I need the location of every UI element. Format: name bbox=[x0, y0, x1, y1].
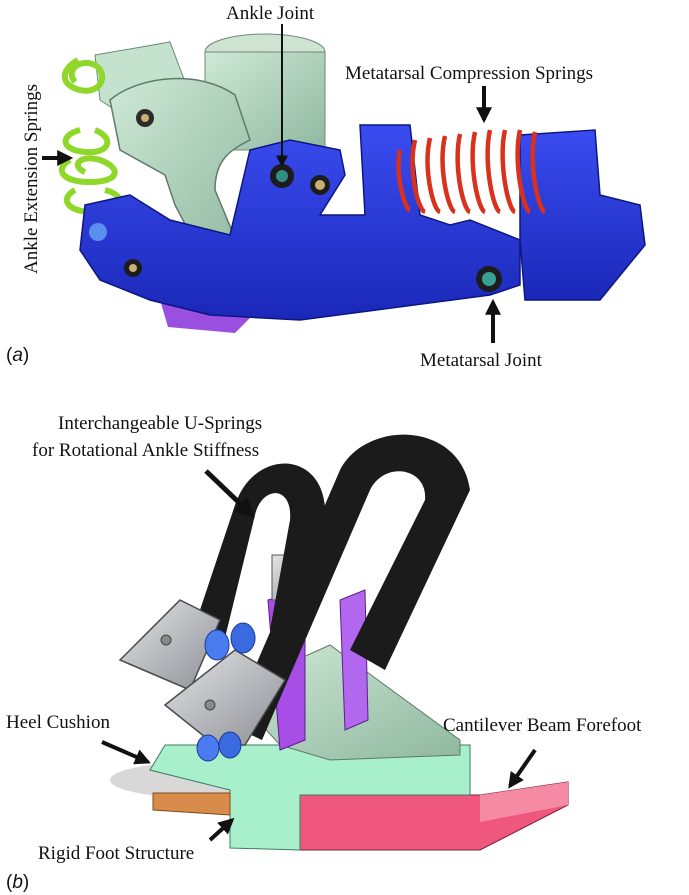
arrow-u-springs bbox=[204, 469, 255, 518]
label-rigid-foot-structure: Rigid Foot Structure bbox=[38, 843, 195, 864]
panel-b-id: (b) bbox=[6, 872, 30, 893]
label-heel-cushion: Heel Cushion bbox=[6, 712, 110, 733]
label-cantilever-forefoot: Cantilever Beam Forefoot bbox=[443, 715, 642, 736]
arrow-cantilever-forefoot bbox=[508, 748, 537, 789]
arrow-rigid-foot bbox=[208, 817, 235, 842]
label-u-springs-line1: Interchangeable U-Springs bbox=[58, 413, 263, 434]
label-metatarsal-joint: Metatarsal Joint bbox=[420, 350, 542, 371]
label-ankle-joint: Ankle Joint bbox=[226, 3, 315, 24]
label-u-springs-line2: for Rotational Ankle Stiffness bbox=[32, 440, 260, 461]
panel-a-illustration bbox=[58, 33, 646, 333]
label-metatarsal-compression-springs: Metatarsal Compression Springs bbox=[345, 63, 594, 84]
label-ankle-extension-springs: Ankle Extension Springs bbox=[21, 84, 42, 274]
arrow-heel-cushion bbox=[101, 740, 151, 765]
panel-a-id: (a) bbox=[6, 345, 30, 366]
panel-b-illustration bbox=[110, 434, 569, 851]
